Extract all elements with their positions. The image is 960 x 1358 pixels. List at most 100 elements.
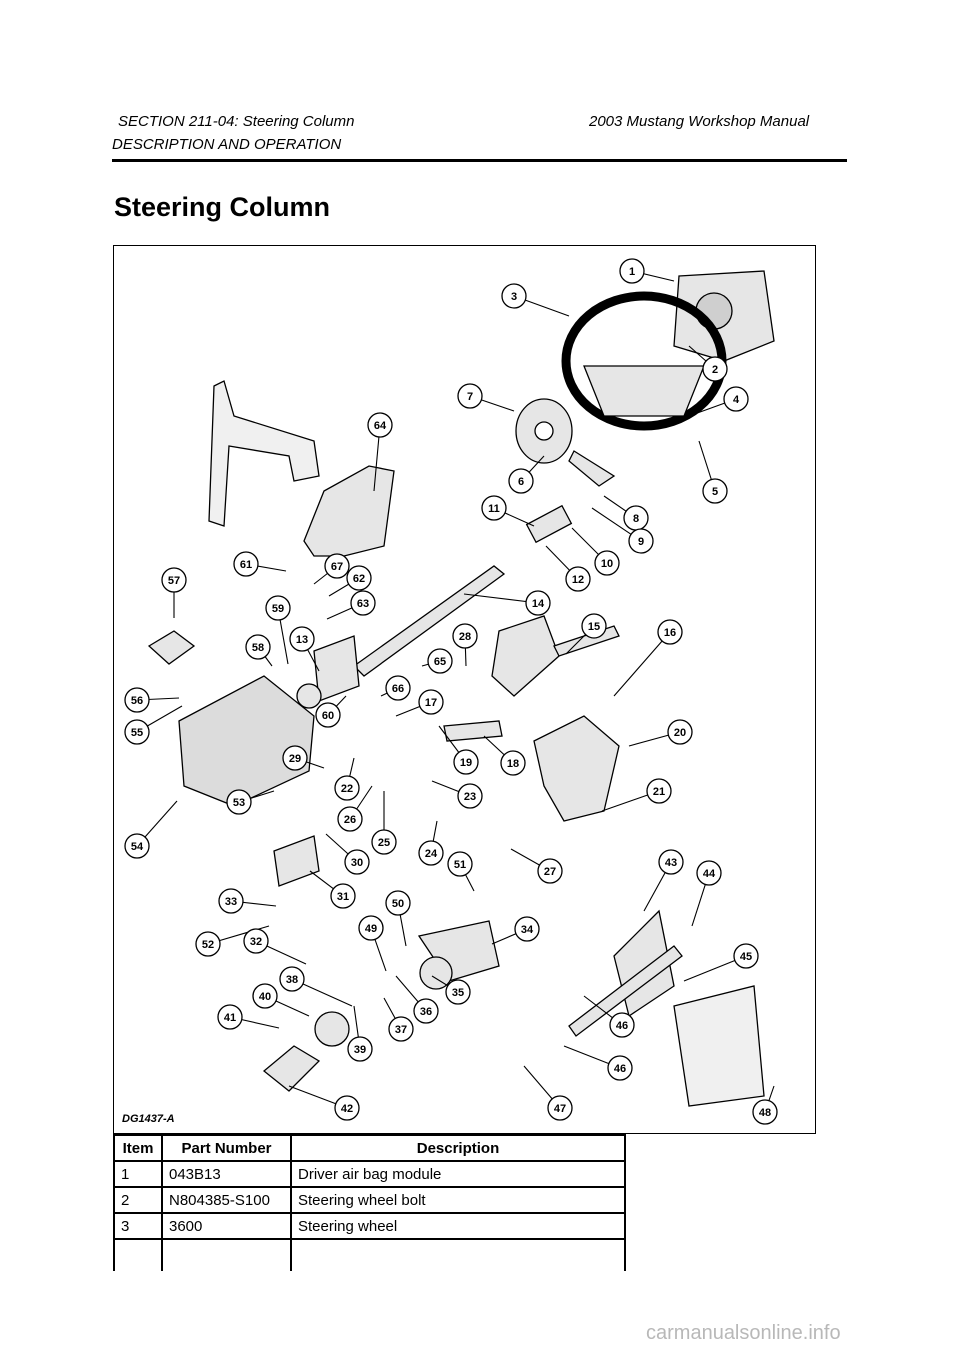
callout-number-37: 37 [395, 1024, 407, 1036]
item-cell [113, 1238, 163, 1271]
callout-number-25: 25 [378, 837, 390, 849]
callout-number-40: 40 [259, 991, 271, 1003]
callout-number-14: 14 [532, 598, 545, 610]
callout-bubble-44 [696, 860, 722, 886]
manual-title: 2003 Mustang Workshop Manual [589, 113, 810, 130]
callout-bubble-40 [252, 983, 278, 1009]
callout-bubble-46 [609, 1012, 635, 1038]
callout-bubble-59 [265, 595, 291, 621]
bearing-stack-shape [525, 504, 573, 544]
callout-number-61: 61 [240, 559, 252, 571]
callout-number-42: 42 [341, 1103, 353, 1115]
callout-number-53: 53 [233, 797, 245, 809]
callout-number-54: 54 [131, 841, 144, 853]
section-title: SECTION 211-04: Steering Column [118, 113, 355, 130]
callout-bubble-35 [445, 979, 471, 1005]
table-row: 1 043B13 Driver air bag module [113, 1160, 626, 1188]
callout-number-36: 36 [420, 1006, 432, 1018]
callout-number-33: 33 [225, 896, 237, 908]
item-cell: 2 [113, 1186, 163, 1214]
description-cell: Steering wheel [290, 1212, 626, 1240]
callout-bubble-2 [702, 356, 728, 382]
callout-number-50: 50 [392, 898, 404, 910]
callout-bubble-24 [418, 840, 444, 866]
callout-number-35: 35 [452, 987, 464, 999]
part-number-cell: 3600 [161, 1212, 292, 1240]
steering-shaft-shape [352, 565, 506, 677]
callout-number-59: 59 [272, 603, 284, 615]
callout-bubble-26 [337, 806, 363, 832]
callout-number-8: 8 [633, 513, 639, 525]
callout-bubble-15 [581, 613, 607, 639]
callout-bubble-27 [537, 858, 563, 884]
callout-number-13: 13 [296, 634, 308, 646]
air-bag-hub-shape [695, 292, 733, 330]
callout-number-52: 52 [202, 939, 214, 951]
callout-bubble-3 [501, 283, 527, 309]
lock-housing-shape [313, 635, 360, 702]
callout-number-44: 44 [703, 868, 716, 880]
part-number-cell: N804385-S100 [161, 1186, 292, 1214]
upper-shroud-shape [303, 465, 395, 557]
callout-number-39: 39 [354, 1044, 366, 1056]
callout-bubble-7 [457, 383, 483, 409]
callout-number-45: 45 [740, 951, 752, 963]
table-row-empty [113, 1238, 626, 1271]
callout-bubble-63 [350, 590, 376, 616]
multifunction-switch-shape [491, 615, 560, 697]
callout-bubble-12 [565, 566, 591, 592]
clockspring-harness-shape [568, 450, 616, 487]
description-cell: Steering wheel bolt [290, 1186, 626, 1214]
callout-bubble-39 [347, 1036, 373, 1062]
callout-number-34: 34 [521, 924, 534, 936]
callout-number-12: 12 [572, 574, 584, 586]
callout-number-60: 60 [322, 710, 334, 722]
callout-number-22: 22 [341, 783, 353, 795]
callout-bubble-64 [367, 412, 393, 438]
callout-number-67: 67 [331, 561, 343, 573]
callout-bubble-23 [457, 783, 483, 809]
callout-number-27: 27 [544, 866, 556, 878]
lower-shroud-shape [533, 715, 620, 822]
callout-bubble-28 [452, 623, 478, 649]
callout-number-57: 57 [168, 575, 180, 587]
callout-bubble-4 [723, 386, 749, 412]
callout-bubble-1 [619, 258, 645, 284]
callout-number-55: 55 [131, 727, 143, 739]
column-header-description: Description [290, 1134, 626, 1162]
intermediate-shaft-shape [568, 945, 683, 1037]
callout-bubble-20 [667, 719, 693, 745]
callout-number-49: 49 [365, 923, 377, 935]
callout-bubble-19 [453, 749, 479, 775]
callout-number-51: 51 [454, 859, 466, 871]
column-header-part-number: Part Number [161, 1134, 292, 1162]
column-tube-shape [178, 675, 315, 807]
callout-number-15: 15 [588, 621, 600, 633]
callout-bubble-21 [646, 778, 672, 804]
callout-number-26: 26 [344, 814, 356, 826]
callout-bubble-33 [218, 888, 244, 914]
callout-number-63: 63 [357, 598, 369, 610]
callout-number-23: 23 [464, 791, 476, 803]
description-cell [290, 1238, 626, 1271]
callout-number-18: 18 [507, 758, 519, 770]
part-number-cell [161, 1238, 292, 1271]
callout-number-7: 7 [467, 391, 473, 403]
parts-table: Item Part Number Description 1 043B13 Dr… [113, 1134, 626, 1271]
tilt-lever-shape [443, 720, 503, 742]
callout-bubble-45 [733, 943, 759, 969]
page-header: SECTION 211-04: Steering Column 2003 Mus… [112, 113, 847, 163]
column-bracket-shape [208, 380, 320, 527]
callout-number-58: 58 [252, 642, 264, 654]
callout-bubble-42 [334, 1095, 360, 1121]
callout-number-48: 48 [759, 1107, 771, 1119]
callout-number-20: 20 [674, 727, 686, 739]
description-cell: Driver air bag module [290, 1160, 626, 1188]
callout-number-43: 43 [665, 857, 677, 869]
callout-bubble-29 [282, 745, 308, 771]
callout-number-31: 31 [337, 891, 349, 903]
callout-number-32: 32 [250, 936, 262, 948]
callout-number-29: 29 [289, 753, 301, 765]
callout-number-28: 28 [459, 631, 471, 643]
callout-bubble-30 [344, 849, 370, 875]
